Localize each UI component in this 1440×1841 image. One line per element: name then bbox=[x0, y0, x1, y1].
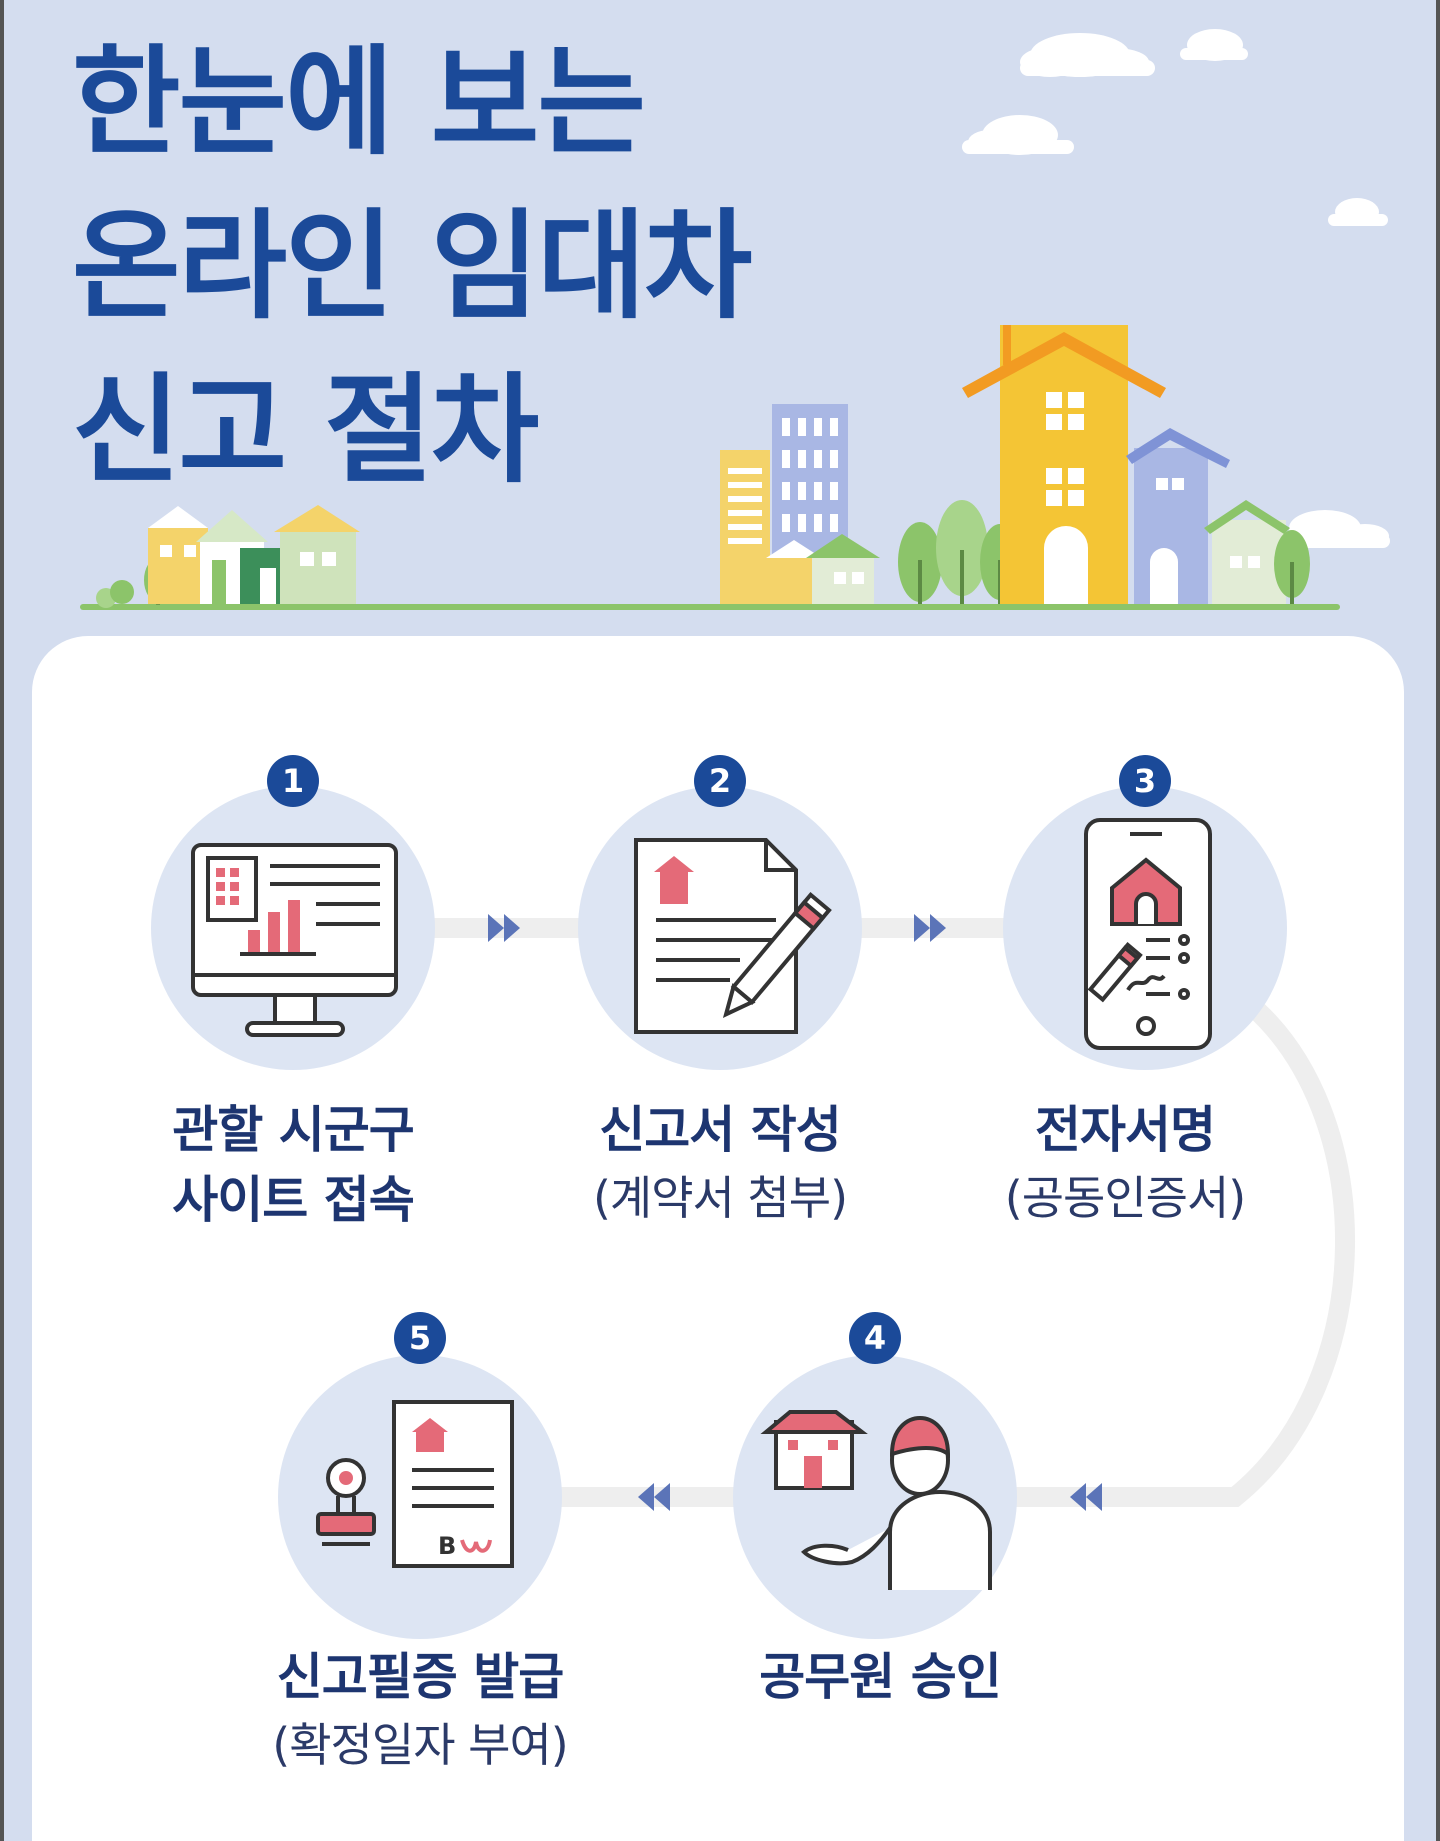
step-1-title-line-2: 사이트 접속 bbox=[172, 1171, 414, 1229]
step-2-title: 신고서 작성 bbox=[599, 1101, 841, 1159]
green-house-icon bbox=[1204, 500, 1310, 604]
title-line-3: 신고 절차 bbox=[72, 361, 539, 499]
step-5-label: 신고필증 발급 (확정일자 부여) bbox=[200, 1642, 640, 1778]
small-houses-icon bbox=[96, 505, 360, 608]
left-border bbox=[0, 0, 4, 1841]
official-house-icon bbox=[760, 1410, 992, 1590]
step-3-subtitle: (공동인증서) bbox=[1004, 1171, 1247, 1225]
step-3-title: 전자서명 bbox=[1035, 1101, 1216, 1159]
step-2-number-badge: 2 bbox=[694, 755, 746, 807]
step-4-label: 공무원 승인 bbox=[660, 1642, 1100, 1712]
smartphone-signature-icon bbox=[1084, 818, 1212, 1050]
apartment-buildings-icon bbox=[720, 404, 880, 604]
cloud-icon bbox=[962, 115, 1074, 155]
step-3-number-badge: 3 bbox=[1119, 755, 1171, 807]
page-title: 한눈에 보는 온라인 임대차 신고 절차 bbox=[72, 20, 752, 512]
step-4-title: 공무원 승인 bbox=[759, 1648, 1001, 1706]
arrow-right-icon bbox=[914, 914, 946, 942]
city-scene-illustration bbox=[80, 29, 1390, 610]
step-2-subtitle: (계약서 첨부) bbox=[592, 1171, 848, 1225]
title-line-2: 온라인 임대차 bbox=[72, 197, 752, 335]
blue-house-icon bbox=[1126, 428, 1230, 604]
step-3-label: 전자서명 (공동인증서) bbox=[905, 1095, 1345, 1231]
step-1-number-badge: 1 bbox=[267, 755, 319, 807]
svg-text:B: B bbox=[438, 1532, 456, 1560]
step-4-circle bbox=[733, 1355, 1017, 1639]
arrow-left-icon bbox=[1070, 1483, 1102, 1511]
document-pen-icon bbox=[634, 838, 832, 1034]
step-5-subtitle: (확정일자 부여) bbox=[272, 1718, 568, 1772]
cloud-icon bbox=[1180, 29, 1248, 61]
step-5-number-badge: 5 bbox=[394, 1312, 446, 1364]
step-4-number-badge: 4 bbox=[849, 1312, 901, 1364]
step-1-title-line-1: 관할 시군구 bbox=[172, 1101, 414, 1159]
stamp-certificate-icon: B bbox=[316, 1400, 514, 1568]
ground-line bbox=[80, 604, 1340, 610]
step-5-title: 신고필증 발급 bbox=[276, 1648, 564, 1706]
yellow-house-icon bbox=[962, 325, 1166, 604]
computer-monitor-icon bbox=[191, 843, 398, 1037]
step-2-label: 신고서 작성 (계약서 첨부) bbox=[500, 1095, 940, 1231]
right-border bbox=[1436, 0, 1440, 1841]
title-line-1: 한눈에 보는 bbox=[72, 33, 646, 171]
arrow-left-icon bbox=[638, 1483, 670, 1511]
cloud-icon bbox=[1328, 198, 1388, 226]
cloud-icon bbox=[1020, 33, 1155, 77]
cloud-icon bbox=[1289, 510, 1390, 548]
step-1-label: 관할 시군구 사이트 접속 bbox=[73, 1095, 513, 1235]
arrow-right-icon bbox=[488, 914, 520, 942]
